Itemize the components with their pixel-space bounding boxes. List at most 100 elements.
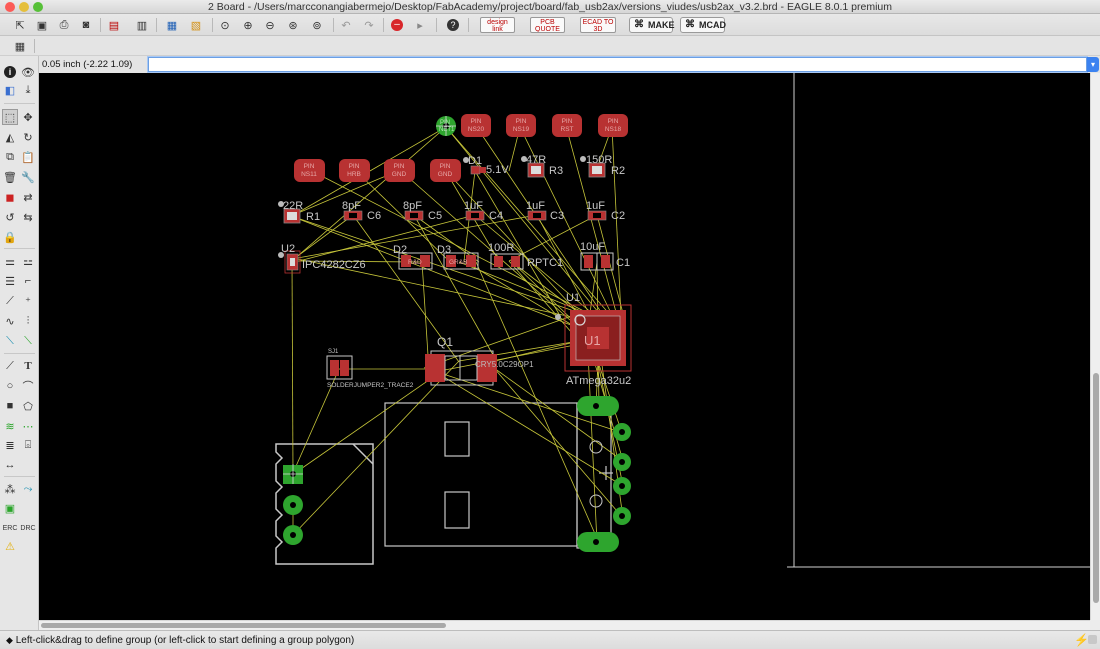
- usb-pads[interactable]: [577, 396, 631, 552]
- via-add-icon[interactable]: ⁺: [25, 295, 31, 308]
- regulator-u2[interactable]: U2 IPC4282CZ6: [278, 243, 366, 274]
- open-icon[interactable]: ⇱: [15, 19, 25, 32]
- delete-icon[interactable]: 🗑: [3, 171, 17, 184]
- capacitor-c3[interactable]: 1uF C3: [526, 200, 564, 222]
- lightning-icon[interactable]: ⚡: [1074, 633, 1089, 647]
- circle-icon[interactable]: ○: [6, 380, 14, 392]
- led-d2[interactable]: R&D D2: [393, 244, 433, 270]
- solder-jumper-sj1[interactable]: SJ1 SOLDERJUMPER2_TRACE2: [326, 349, 414, 389]
- resistor-r2[interactable]: 150R R2: [580, 154, 625, 178]
- usb-signal-pad[interactable]: [613, 423, 631, 441]
- header-pads[interactable]: [283, 464, 303, 545]
- add-part-icon[interactable]: ◼: [5, 191, 15, 204]
- capacitor-c1[interactable]: 10uF C1: [580, 241, 630, 271]
- polygon-icon[interactable]: ⬠: [23, 400, 33, 413]
- capacitor-c5[interactable]: 8pF C5: [403, 200, 442, 222]
- rotate-icon[interactable]: ↻: [23, 131, 33, 144]
- undo-icon[interactable]: ↶: [341, 19, 351, 32]
- info-icon[interactable]: i: [2, 64, 18, 80]
- design-link-button[interactable]: design link: [480, 17, 515, 33]
- resistor-r3[interactable]: 47R R3: [521, 154, 563, 178]
- ratsnest-icon[interactable]: ≣: [5, 439, 15, 452]
- help-icon[interactable]: ?: [445, 17, 461, 33]
- autorouter-icon[interactable]: ⤳: [23, 482, 33, 495]
- diode-d1[interactable]: D1 5.1V: [463, 155, 509, 176]
- header-pad-round[interactable]: [283, 495, 303, 515]
- redo-icon[interactable]: ↷: [364, 19, 374, 32]
- route-icon[interactable]: ⟍: [6, 334, 14, 347]
- optimize-icon[interactable]: ⇆: [23, 211, 33, 224]
- pcb-quote-button[interactable]: PCB QUOTE: [530, 17, 565, 33]
- move-icon[interactable]: ✥: [23, 111, 33, 124]
- value-icon[interactable]: ⚍: [23, 255, 33, 268]
- smash-icon[interactable]: ⚌: [5, 255, 15, 268]
- ratsnest-run-icon[interactable]: ▣: [4, 502, 16, 515]
- split-icon[interactable]: ↺: [5, 211, 15, 224]
- crystal-q1[interactable]: Q1 CRY5.0C29OP1: [425, 335, 534, 386]
- replace-icon[interactable]: ⇄: [23, 191, 33, 204]
- dimension-icon[interactable]: ↔: [4, 459, 16, 471]
- zoom-out-icon[interactable]: ⊖: [265, 19, 275, 32]
- grid-icon[interactable]: ▦: [14, 40, 26, 53]
- layers-icon[interactable]: ≋: [5, 420, 15, 433]
- erc-icon[interactable]: ERC: [2, 524, 18, 532]
- vertical-scroll-thumb[interactable]: [1093, 373, 1099, 603]
- make-button[interactable]: ⌘MAKE: [629, 17, 675, 33]
- signal-icon[interactable]: ⋯: [22, 420, 34, 433]
- header-pad-square[interactable]: [283, 464, 303, 484]
- display-layers-icon[interactable]: ◧: [4, 84, 16, 97]
- mcad-button[interactable]: ⌘MCAD: [680, 17, 726, 33]
- miter-icon[interactable]: ⌐: [24, 275, 32, 287]
- horizontal-scroll-thumb[interactable]: [41, 623, 446, 628]
- text-icon[interactable]: T: [24, 360, 32, 372]
- save-icon[interactable]: ▣: [36, 19, 48, 32]
- go-icon[interactable]: ▸: [417, 19, 423, 32]
- capacitor-c2[interactable]: 1uF C2: [586, 200, 625, 222]
- align-icon[interactable]: ⫶: [26, 314, 30, 327]
- library-icon[interactable]: ▥: [136, 19, 148, 32]
- horizontal-scrollbar[interactable]: [39, 620, 1090, 630]
- wire-icon[interactable]: ⟋: [6, 359, 14, 372]
- ptc-rptc1[interactable]: 100R RPTC1: [488, 242, 563, 270]
- mark-icon[interactable]: ⤓: [25, 83, 31, 96]
- change-icon[interactable]: 🔧: [21, 171, 35, 184]
- usb-signal-pad[interactable]: [613, 453, 631, 471]
- ripup-icon[interactable]: ⁂: [4, 483, 16, 496]
- mirror-icon[interactable]: ◭: [5, 131, 15, 144]
- cam-icon[interactable]: ◙: [82, 19, 90, 31]
- zoom-area-icon[interactable]: ⊚: [312, 19, 322, 32]
- print-icon[interactable]: ⎙: [59, 18, 69, 31]
- capacitor-c6[interactable]: 8pF C6: [342, 200, 381, 222]
- close-window-button[interactable]: [5, 2, 15, 12]
- warning-icon[interactable]: ⚠: [5, 540, 15, 553]
- arc-icon[interactable]: ⌒: [22, 381, 34, 393]
- group-icon[interactable]: ⬚: [2, 109, 18, 125]
- microcontroller-u1[interactable]: U1 U1 ATmega32u2: [555, 292, 632, 387]
- stop-icon[interactable]: –: [389, 17, 405, 33]
- usb-signal-pad[interactable]: [613, 507, 631, 525]
- minimize-window-button[interactable]: [19, 2, 29, 12]
- zoom-window-button[interactable]: [33, 2, 43, 12]
- lock-icon[interactable]: 🔒: [3, 231, 17, 244]
- zoom-fit-icon[interactable]: ⊙: [220, 19, 230, 32]
- led-d3[interactable]: GR&B D3: [437, 244, 479, 270]
- resistor-r1[interactable]: 22R R1: [278, 200, 320, 224]
- route-multiple-icon[interactable]: ⟍: [24, 334, 32, 347]
- top-via[interactable]: PIN NET1: [436, 116, 456, 136]
- show-icon[interactable]: 👁: [21, 66, 35, 79]
- usb-signal-pad[interactable]: [613, 477, 631, 495]
- stop-square-icon[interactable]: [1088, 635, 1097, 644]
- command-input[interactable]: [148, 57, 1087, 72]
- scr-run-icon[interactable]: ▦: [166, 19, 178, 32]
- command-history-dropdown[interactable]: ▾: [1087, 57, 1099, 72]
